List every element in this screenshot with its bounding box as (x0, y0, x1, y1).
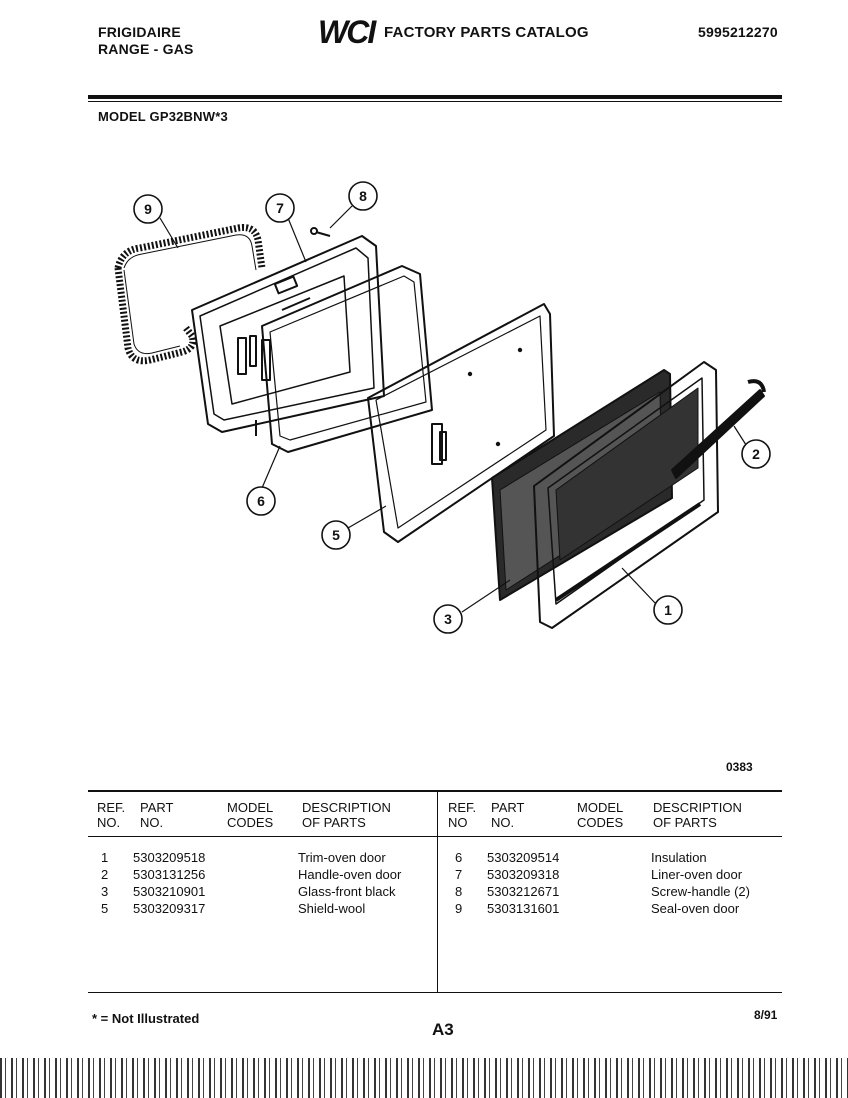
catalog-number: 5995212270 (698, 24, 778, 40)
callout-3: 3 (444, 611, 452, 627)
table-row-part: 5303209317 (133, 901, 206, 916)
callout-circle-7 (265, 193, 295, 223)
revision-date: 8/91 (754, 1008, 778, 1022)
header-ref: REF.NO. (97, 800, 126, 830)
model-number: MODEL GP32BNW*3 (98, 109, 228, 124)
callout-circle-9 (133, 194, 163, 224)
header-ref-right: REF.NO (448, 800, 477, 830)
exploded-parts-diagram: 9 7 8 6 5 2 3 1 (114, 181, 771, 634)
table-top-rule (88, 790, 782, 792)
table-row-ref: 6 (455, 850, 463, 865)
catalog-title: FACTORY PARTS CATALOG (384, 24, 589, 41)
table-header-rule (88, 836, 782, 837)
table-row-desc: Shield-wool (298, 901, 366, 916)
product-type: RANGE - GAS (98, 41, 194, 57)
callout-7: 7 (276, 200, 284, 216)
table-row-part: 5303210901 (133, 884, 206, 899)
table-row-desc: Seal-oven door (651, 901, 740, 916)
callout-circle-2 (741, 439, 771, 469)
table-row-desc: Insulation (651, 850, 707, 865)
callout-circle-8 (348, 181, 378, 211)
callout-circle-5 (321, 520, 351, 550)
callout-1: 1 (664, 602, 672, 618)
table-row-desc: Glass-front black (298, 884, 396, 899)
scan-noise-strip (0, 1058, 848, 1098)
callout-6: 6 (257, 493, 265, 509)
figure-code: 0383 (726, 760, 753, 774)
table-row-desc: Handle-oven door (298, 867, 402, 882)
not-illustrated-note: * = Not Illustrated (92, 1011, 200, 1026)
table-row-ref: 9 (455, 901, 463, 916)
table-row-part: 5303209318 (487, 867, 560, 882)
table-row-part: 5303212671 (487, 884, 560, 899)
callout-circle-1 (653, 595, 683, 625)
page-number: A3 (432, 1020, 454, 1039)
table-row-desc: Trim-oven door (298, 850, 386, 865)
callout-8: 8 (359, 188, 367, 204)
callout-circle-3 (433, 604, 463, 634)
callout-2: 2 (752, 446, 760, 462)
header-rule (88, 95, 782, 99)
header-rule-thin (88, 101, 782, 102)
table-divider (437, 790, 438, 992)
callout-circle-6 (246, 486, 276, 516)
table-row-desc: Screw-handle (2) (651, 884, 750, 899)
table-row-ref: 2 (101, 867, 109, 882)
table-row-ref: 5 (101, 901, 109, 916)
table-row-ref: 8 (455, 884, 463, 899)
callout-9: 9 (144, 201, 152, 217)
table-row-desc: Liner-oven door (651, 867, 743, 882)
wci-logo: WCI (318, 14, 376, 50)
table-row-part: 5303209518 (133, 850, 206, 865)
brand-name: FRIGIDAIRE (98, 24, 181, 40)
table-row-part: 5303131256 (133, 867, 206, 882)
table-row-part: 5303209514 (487, 850, 560, 865)
table-row-part: 5303131601 (487, 901, 560, 916)
table-row-ref: 1 (101, 850, 109, 865)
table-row-ref: 3 (101, 884, 109, 899)
table-row-ref: 7 (455, 867, 463, 882)
callout-5: 5 (332, 527, 340, 543)
table-bottom-rule (88, 992, 782, 993)
